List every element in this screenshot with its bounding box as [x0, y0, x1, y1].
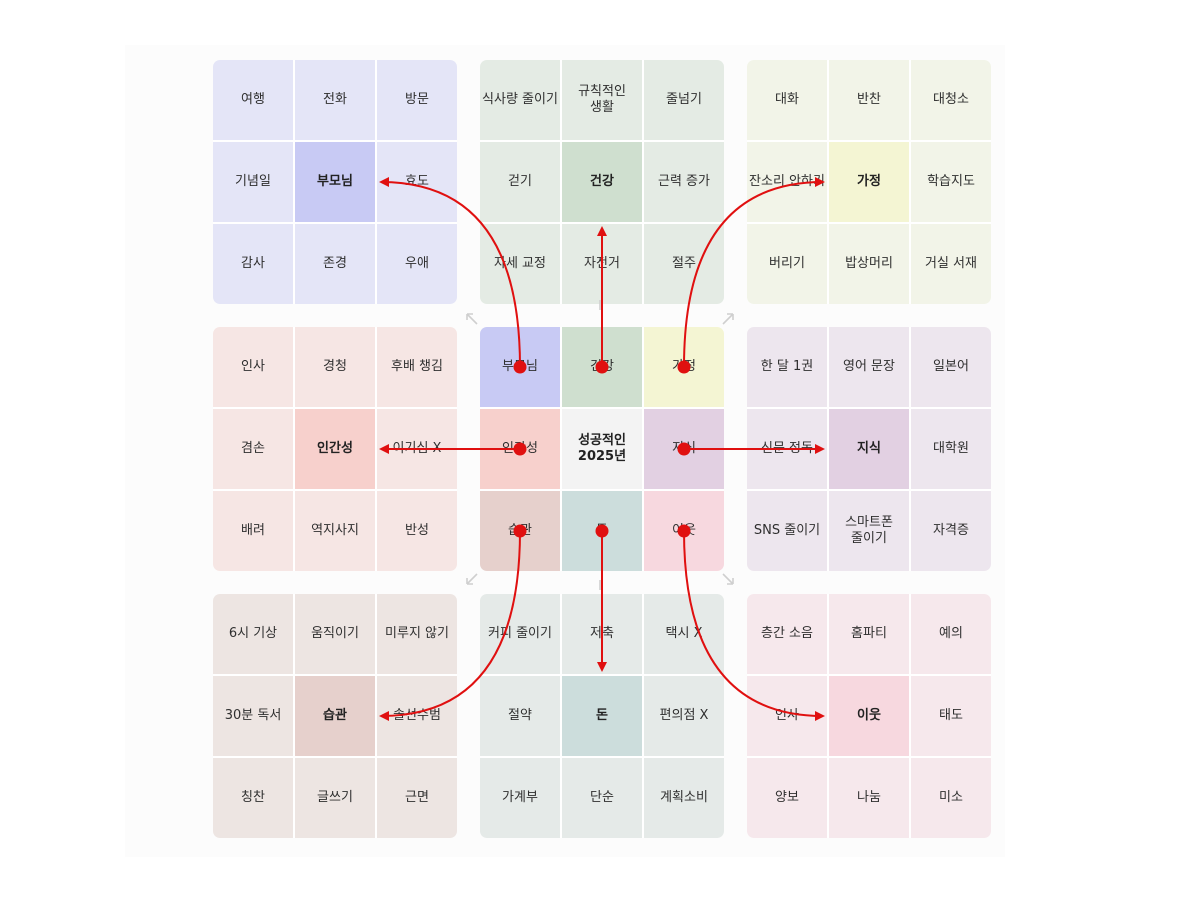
action-cell: 기념일 [213, 142, 293, 222]
core-theme-cell: 이웃 [644, 491, 724, 571]
action-cell: 대학원 [911, 409, 991, 489]
action-cell: 잔소리 안하기 [747, 142, 827, 222]
core-theme-cell: 습관 [480, 491, 560, 571]
action-cell: 반찬 [829, 60, 909, 140]
action-cell: 학습지도 [911, 142, 991, 222]
action-cell: 저축 [562, 594, 642, 674]
block-theme-cell: 부모님 [295, 142, 375, 222]
action-cell: 솔선수범 [377, 676, 457, 756]
action-cell: 거실 서재 [911, 224, 991, 304]
action-cell: 택시 X [644, 594, 724, 674]
action-cell: 홈파티 [829, 594, 909, 674]
action-cell: 인사 [213, 327, 293, 407]
action-cell: 규칙적인 생활 [562, 60, 642, 140]
block-theme-cell: 인간성 [295, 409, 375, 489]
action-cell: 버리기 [747, 224, 827, 304]
block-theme-cell: 이웃 [829, 676, 909, 756]
action-cell: 자세 교정 [480, 224, 560, 304]
block-theme-cell: 돈 [562, 676, 642, 756]
block-theme-cell: 습관 [295, 676, 375, 756]
action-cell: 신문 정독 [747, 409, 827, 489]
core-theme-cell: 건강 [562, 327, 642, 407]
action-cell: 근력 증가 [644, 142, 724, 222]
core-theme-cell: 가정 [644, 327, 724, 407]
action-cell: 커피 줄이기 [480, 594, 560, 674]
action-cell: 일본어 [911, 327, 991, 407]
action-cell: 미소 [911, 758, 991, 838]
action-cell: 근면 [377, 758, 457, 838]
block-theme-cell: 지식 [829, 409, 909, 489]
action-cell: 존경 [295, 224, 375, 304]
action-cell: 편의점 X [644, 676, 724, 756]
action-cell: 반성 [377, 491, 457, 571]
action-cell: 겸손 [213, 409, 293, 489]
core-theme-cell: 인간성 [480, 409, 560, 489]
action-cell: SNS 줄이기 [747, 491, 827, 571]
action-cell: 움직이기 [295, 594, 375, 674]
action-cell: 영어 문장 [829, 327, 909, 407]
action-cell: 효도 [377, 142, 457, 222]
action-cell: 자전거 [562, 224, 642, 304]
core-theme-cell: 지식 [644, 409, 724, 489]
action-cell: 식사량 줄이기 [480, 60, 560, 140]
action-cell: 예의 [911, 594, 991, 674]
action-cell: 6시 기상 [213, 594, 293, 674]
action-cell: 스마트폰 줄이기 [829, 491, 909, 571]
action-cell: 줄넘기 [644, 60, 724, 140]
action-cell: 미루지 않기 [377, 594, 457, 674]
action-cell: 역지사지 [295, 491, 375, 571]
action-cell: 우애 [377, 224, 457, 304]
action-cell: 인사 [747, 676, 827, 756]
action-cell: 칭찬 [213, 758, 293, 838]
action-cell: 배려 [213, 491, 293, 571]
action-cell: 태도 [911, 676, 991, 756]
action-cell: 후배 챙김 [377, 327, 457, 407]
action-cell: 계획소비 [644, 758, 724, 838]
action-cell: 한 달 1권 [747, 327, 827, 407]
action-cell: 자격증 [911, 491, 991, 571]
action-cell: 경청 [295, 327, 375, 407]
action-cell: 밥상머리 [829, 224, 909, 304]
action-cell: 글쓰기 [295, 758, 375, 838]
action-cell: 층간 소음 [747, 594, 827, 674]
action-cell: 절주 [644, 224, 724, 304]
core-theme-cell: 돈 [562, 491, 642, 571]
block-theme-cell: 가정 [829, 142, 909, 222]
action-cell: 30분 독서 [213, 676, 293, 756]
action-cell: 대청소 [911, 60, 991, 140]
action-cell: 단순 [562, 758, 642, 838]
core-theme-cell: 부모님 [480, 327, 560, 407]
core-goal-cell: 성공적인 2025년 [562, 409, 642, 489]
action-cell: 대화 [747, 60, 827, 140]
action-cell: 양보 [747, 758, 827, 838]
action-cell: 이기심 X [377, 409, 457, 489]
action-cell: 감사 [213, 224, 293, 304]
action-cell: 방문 [377, 60, 457, 140]
action-cell: 가계부 [480, 758, 560, 838]
action-cell: 절약 [480, 676, 560, 756]
action-cell: 나눔 [829, 758, 909, 838]
block-theme-cell: 건강 [562, 142, 642, 222]
action-cell: 걷기 [480, 142, 560, 222]
action-cell: 전화 [295, 60, 375, 140]
action-cell: 여행 [213, 60, 293, 140]
